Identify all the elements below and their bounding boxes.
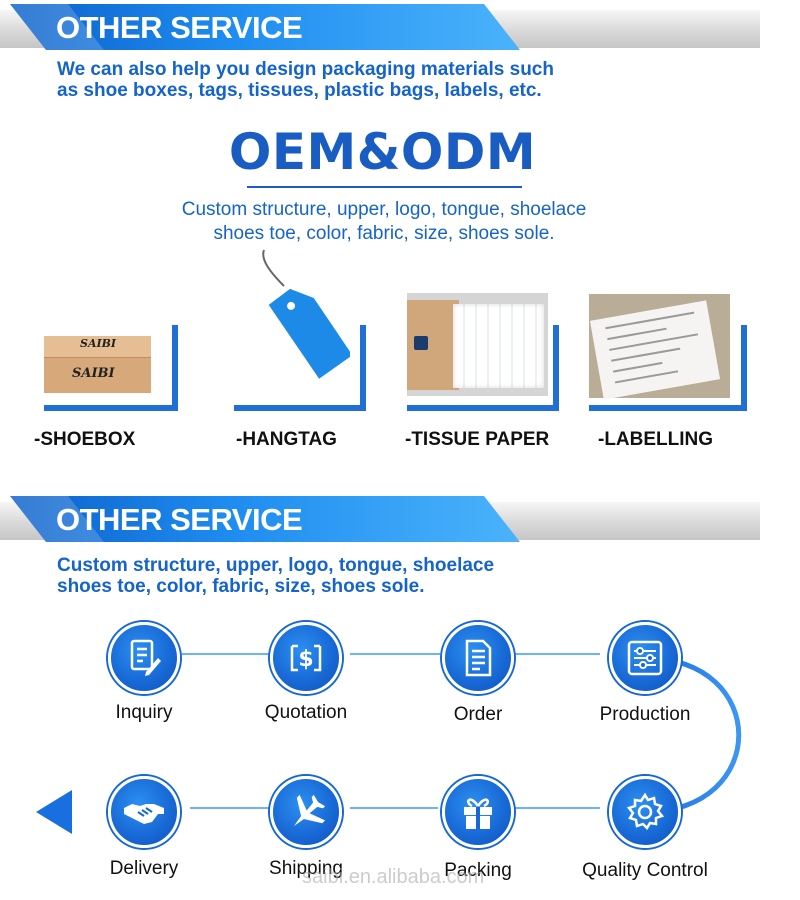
oem-description: Custom structure, upper, logo, tongue, s… (181, 199, 587, 244)
step-inquiry-circle (108, 622, 180, 694)
hangtag-image (262, 249, 350, 379)
step-label-quality-control: Quality Control (582, 860, 708, 881)
tissue-box-logo (414, 336, 428, 350)
order-list-icon (465, 639, 492, 677)
step-label-packing: Packing (444, 860, 512, 881)
section2-title: OTHER SERVICE (56, 502, 303, 537)
step-label-delivery: Delivery (109, 858, 179, 879)
oem-odm-title: OEM&ODM (228, 123, 537, 181)
inquiry-document-icon (130, 639, 161, 676)
process-arrow-icon (36, 790, 72, 834)
shoebox-lid-logo: SAIBI (80, 337, 117, 350)
step-shipping-circle (270, 776, 342, 848)
shoebox-image (44, 336, 151, 358)
section2-banner: OTHER SERVICE (0, 496, 800, 546)
quality-gear-icon (626, 792, 665, 831)
section1-title: OTHER SERVICE (56, 10, 303, 45)
tissue-sheet (453, 304, 544, 388)
step-label-inquiry: Inquiry (115, 702, 173, 723)
delivery-handshake-icon (124, 804, 164, 824)
step-packing-circle (442, 776, 514, 848)
section1-banner: OTHER SERVICE (0, 4, 800, 54)
step-label-order: Order (453, 704, 503, 725)
step-quotation-circle: $ (270, 622, 342, 694)
shoebox-body (44, 357, 151, 393)
product-label-hangtag: -HANGTAG (236, 429, 337, 450)
step-order-circle (442, 622, 514, 694)
quotation-dollar-icon: $ (290, 644, 322, 672)
shoebox-frame (44, 325, 178, 411)
step-label-shipping: Shipping (269, 858, 343, 879)
watermark: saibi.en.alibaba.com (302, 866, 485, 888)
product-label-tissue: -TISSUE PAPER (405, 429, 550, 450)
banner-tab (10, 496, 520, 542)
svg-text:$: $ (298, 647, 313, 672)
step-quality-circle (609, 776, 681, 848)
banner-tab (10, 4, 520, 50)
step-label-quotation: Quotation (264, 702, 348, 723)
oem-underline (247, 186, 522, 188)
product-label-labelling: -LABELLING (598, 429, 714, 450)
shipping-plane-icon (293, 794, 326, 827)
step-production-circle (609, 622, 681, 694)
shoebox-front-logo: SAIBI (72, 366, 115, 381)
hangtag-frame (234, 325, 366, 411)
production-sliders-icon (627, 640, 663, 676)
product-label-shoebox: -SHOEBOX (34, 429, 136, 450)
step-delivery-circle (108, 776, 180, 848)
section1-description: We can also help you design packaging ma… (57, 59, 554, 101)
section2-description: Custom structure, upper, logo, tongue, s… (57, 555, 495, 597)
packing-gift-icon (464, 798, 492, 829)
step-label-production: Production (599, 704, 691, 725)
label-frame (589, 325, 747, 411)
tissue-frame (407, 325, 559, 411)
